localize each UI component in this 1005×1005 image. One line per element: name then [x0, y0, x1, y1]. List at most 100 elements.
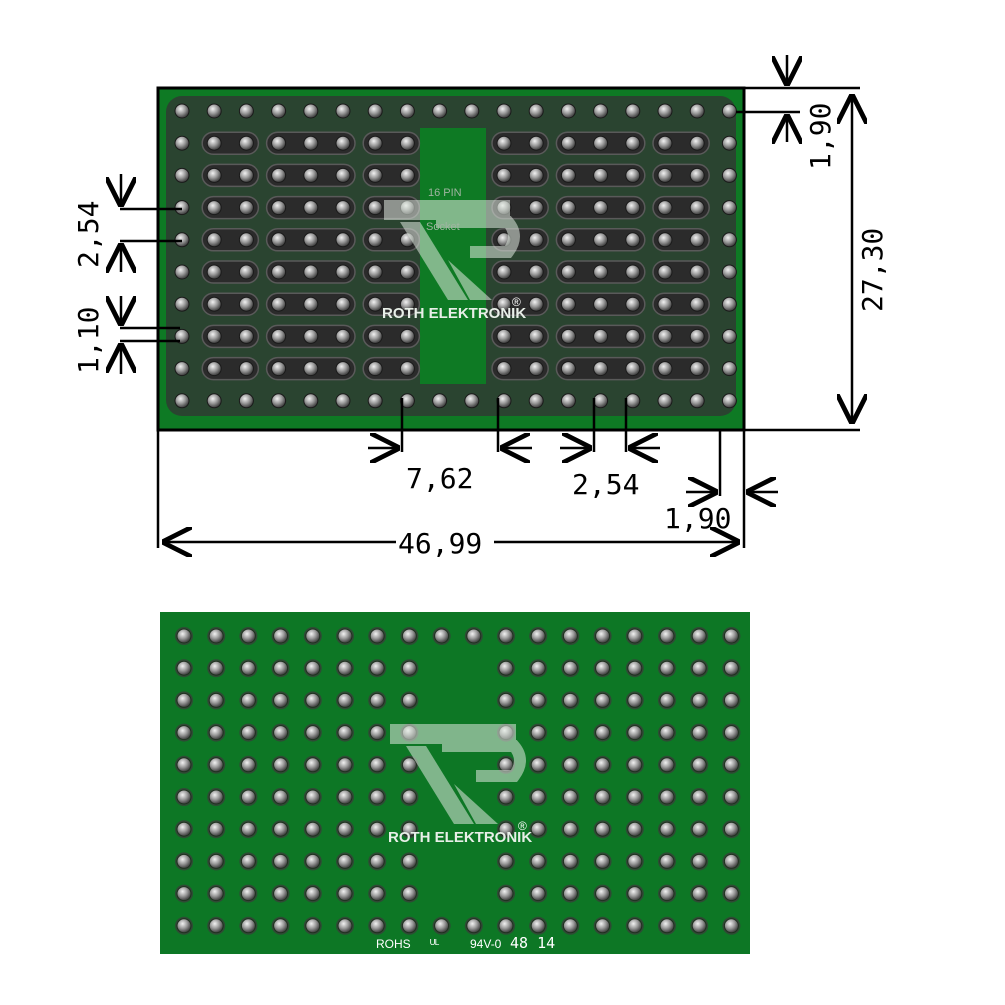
pcb-hole	[174, 103, 190, 119]
pcb-hole	[689, 361, 705, 377]
pcb-hole	[528, 264, 544, 280]
dim-overall-width: 46,99	[398, 527, 482, 560]
pcb-hole	[627, 886, 643, 902]
pcb-hole	[528, 200, 544, 216]
pcb-hole	[399, 361, 415, 377]
pcb-hole	[303, 232, 319, 248]
pcb-hole	[176, 821, 192, 837]
pcb-hole	[560, 200, 576, 216]
pcb-hole	[659, 886, 675, 902]
pcb-hole	[530, 821, 546, 837]
pcb-hole	[560, 135, 576, 151]
pcb-hole	[305, 692, 321, 708]
pcb-hole	[399, 264, 415, 280]
pcb-hole	[303, 135, 319, 151]
pcb-hole	[240, 660, 256, 676]
pcb-hole	[271, 393, 287, 409]
pcb-hole	[498, 757, 514, 773]
pcb-hole	[593, 135, 609, 151]
pcb-hole	[560, 167, 576, 183]
pcb-hole	[335, 200, 351, 216]
pcb-hole	[367, 296, 383, 312]
pcb-hole	[464, 103, 480, 119]
pcb-hole	[176, 886, 192, 902]
pcb-hole	[367, 393, 383, 409]
pcb-hole	[659, 821, 675, 837]
pcb-hole	[401, 821, 417, 837]
pcb-hole	[530, 853, 546, 869]
pcb-hole	[303, 167, 319, 183]
pcb-hole	[595, 853, 611, 869]
pcb-hole	[625, 135, 641, 151]
pcb-hole	[721, 167, 737, 183]
pcb-hole	[498, 886, 514, 902]
pcb-hole	[627, 918, 643, 934]
pcb-hole	[176, 628, 192, 644]
pcb-hole	[176, 692, 192, 708]
pcb-hole	[337, 886, 353, 902]
top-brand-text: ROTH ELEKTRONIK	[382, 305, 526, 322]
bottom-board-sheen	[160, 612, 750, 954]
pcb-hole	[238, 167, 254, 183]
pcb-hole	[627, 853, 643, 869]
pcb-hole	[367, 232, 383, 248]
pcb-hole	[238, 361, 254, 377]
pcb-hole	[496, 328, 512, 344]
pcb-hole	[174, 393, 190, 409]
pcb-hole	[498, 853, 514, 869]
pcb-hole	[625, 232, 641, 248]
top-silkscreen-pin-label: 16 PIN	[428, 187, 462, 199]
pcb-hole	[498, 918, 514, 934]
pcb-hole	[528, 328, 544, 344]
pcb-hole	[303, 296, 319, 312]
pcb-hole	[560, 393, 576, 409]
dimension-labels: 46,99 7,62 2,54 1,90 27,30 1,90 2,54 1,1…	[72, 103, 889, 560]
pcb-hole	[691, 821, 707, 837]
pcb-hole	[657, 200, 673, 216]
dim-ic-row-spacing: 7,62	[406, 462, 473, 495]
pcb-hole	[337, 628, 353, 644]
pcb-hole	[530, 692, 546, 708]
pcb-hole	[208, 886, 224, 902]
dim-hole-diameter: 1,10	[72, 307, 105, 374]
pcb-hole	[337, 821, 353, 837]
pcb-hole	[305, 660, 321, 676]
dim-edge-right: 1,90	[664, 502, 731, 535]
pcb-hole	[206, 200, 222, 216]
pcb-hole	[208, 692, 224, 708]
pcb-hole	[176, 853, 192, 869]
pcb-hole	[593, 232, 609, 248]
pcb-hole	[401, 757, 417, 773]
pcb-hole	[335, 393, 351, 409]
pcb-hole	[466, 628, 482, 644]
pcb-hole	[305, 789, 321, 805]
pcb-hole	[657, 328, 673, 344]
pcb-hole	[723, 660, 739, 676]
dim-edge-top: 1,90	[804, 103, 837, 170]
pcb-hole	[595, 725, 611, 741]
pcb-hole	[206, 296, 222, 312]
pcb-hole	[238, 264, 254, 280]
pcb-hole	[657, 393, 673, 409]
pcb-hole	[303, 200, 319, 216]
pcb-hole	[273, 853, 289, 869]
top-holes	[174, 103, 737, 409]
pcb-hole	[528, 361, 544, 377]
pcb-hole	[273, 789, 289, 805]
pcb-hole	[498, 628, 514, 644]
pcb-hole	[401, 918, 417, 934]
pcb-hole	[562, 692, 578, 708]
pcb-hole	[369, 821, 385, 837]
pcb-hole	[723, 725, 739, 741]
pcb-hole	[593, 361, 609, 377]
bottom-ul-rating: 94V-0	[470, 937, 502, 951]
pcb-hole	[625, 167, 641, 183]
pcb-hole	[273, 821, 289, 837]
pcb-hole	[337, 660, 353, 676]
pcb-hole	[206, 264, 222, 280]
pcb-hole	[691, 628, 707, 644]
pcb-hole	[723, 789, 739, 805]
pcb-hole	[530, 725, 546, 741]
pcb-hole	[273, 628, 289, 644]
